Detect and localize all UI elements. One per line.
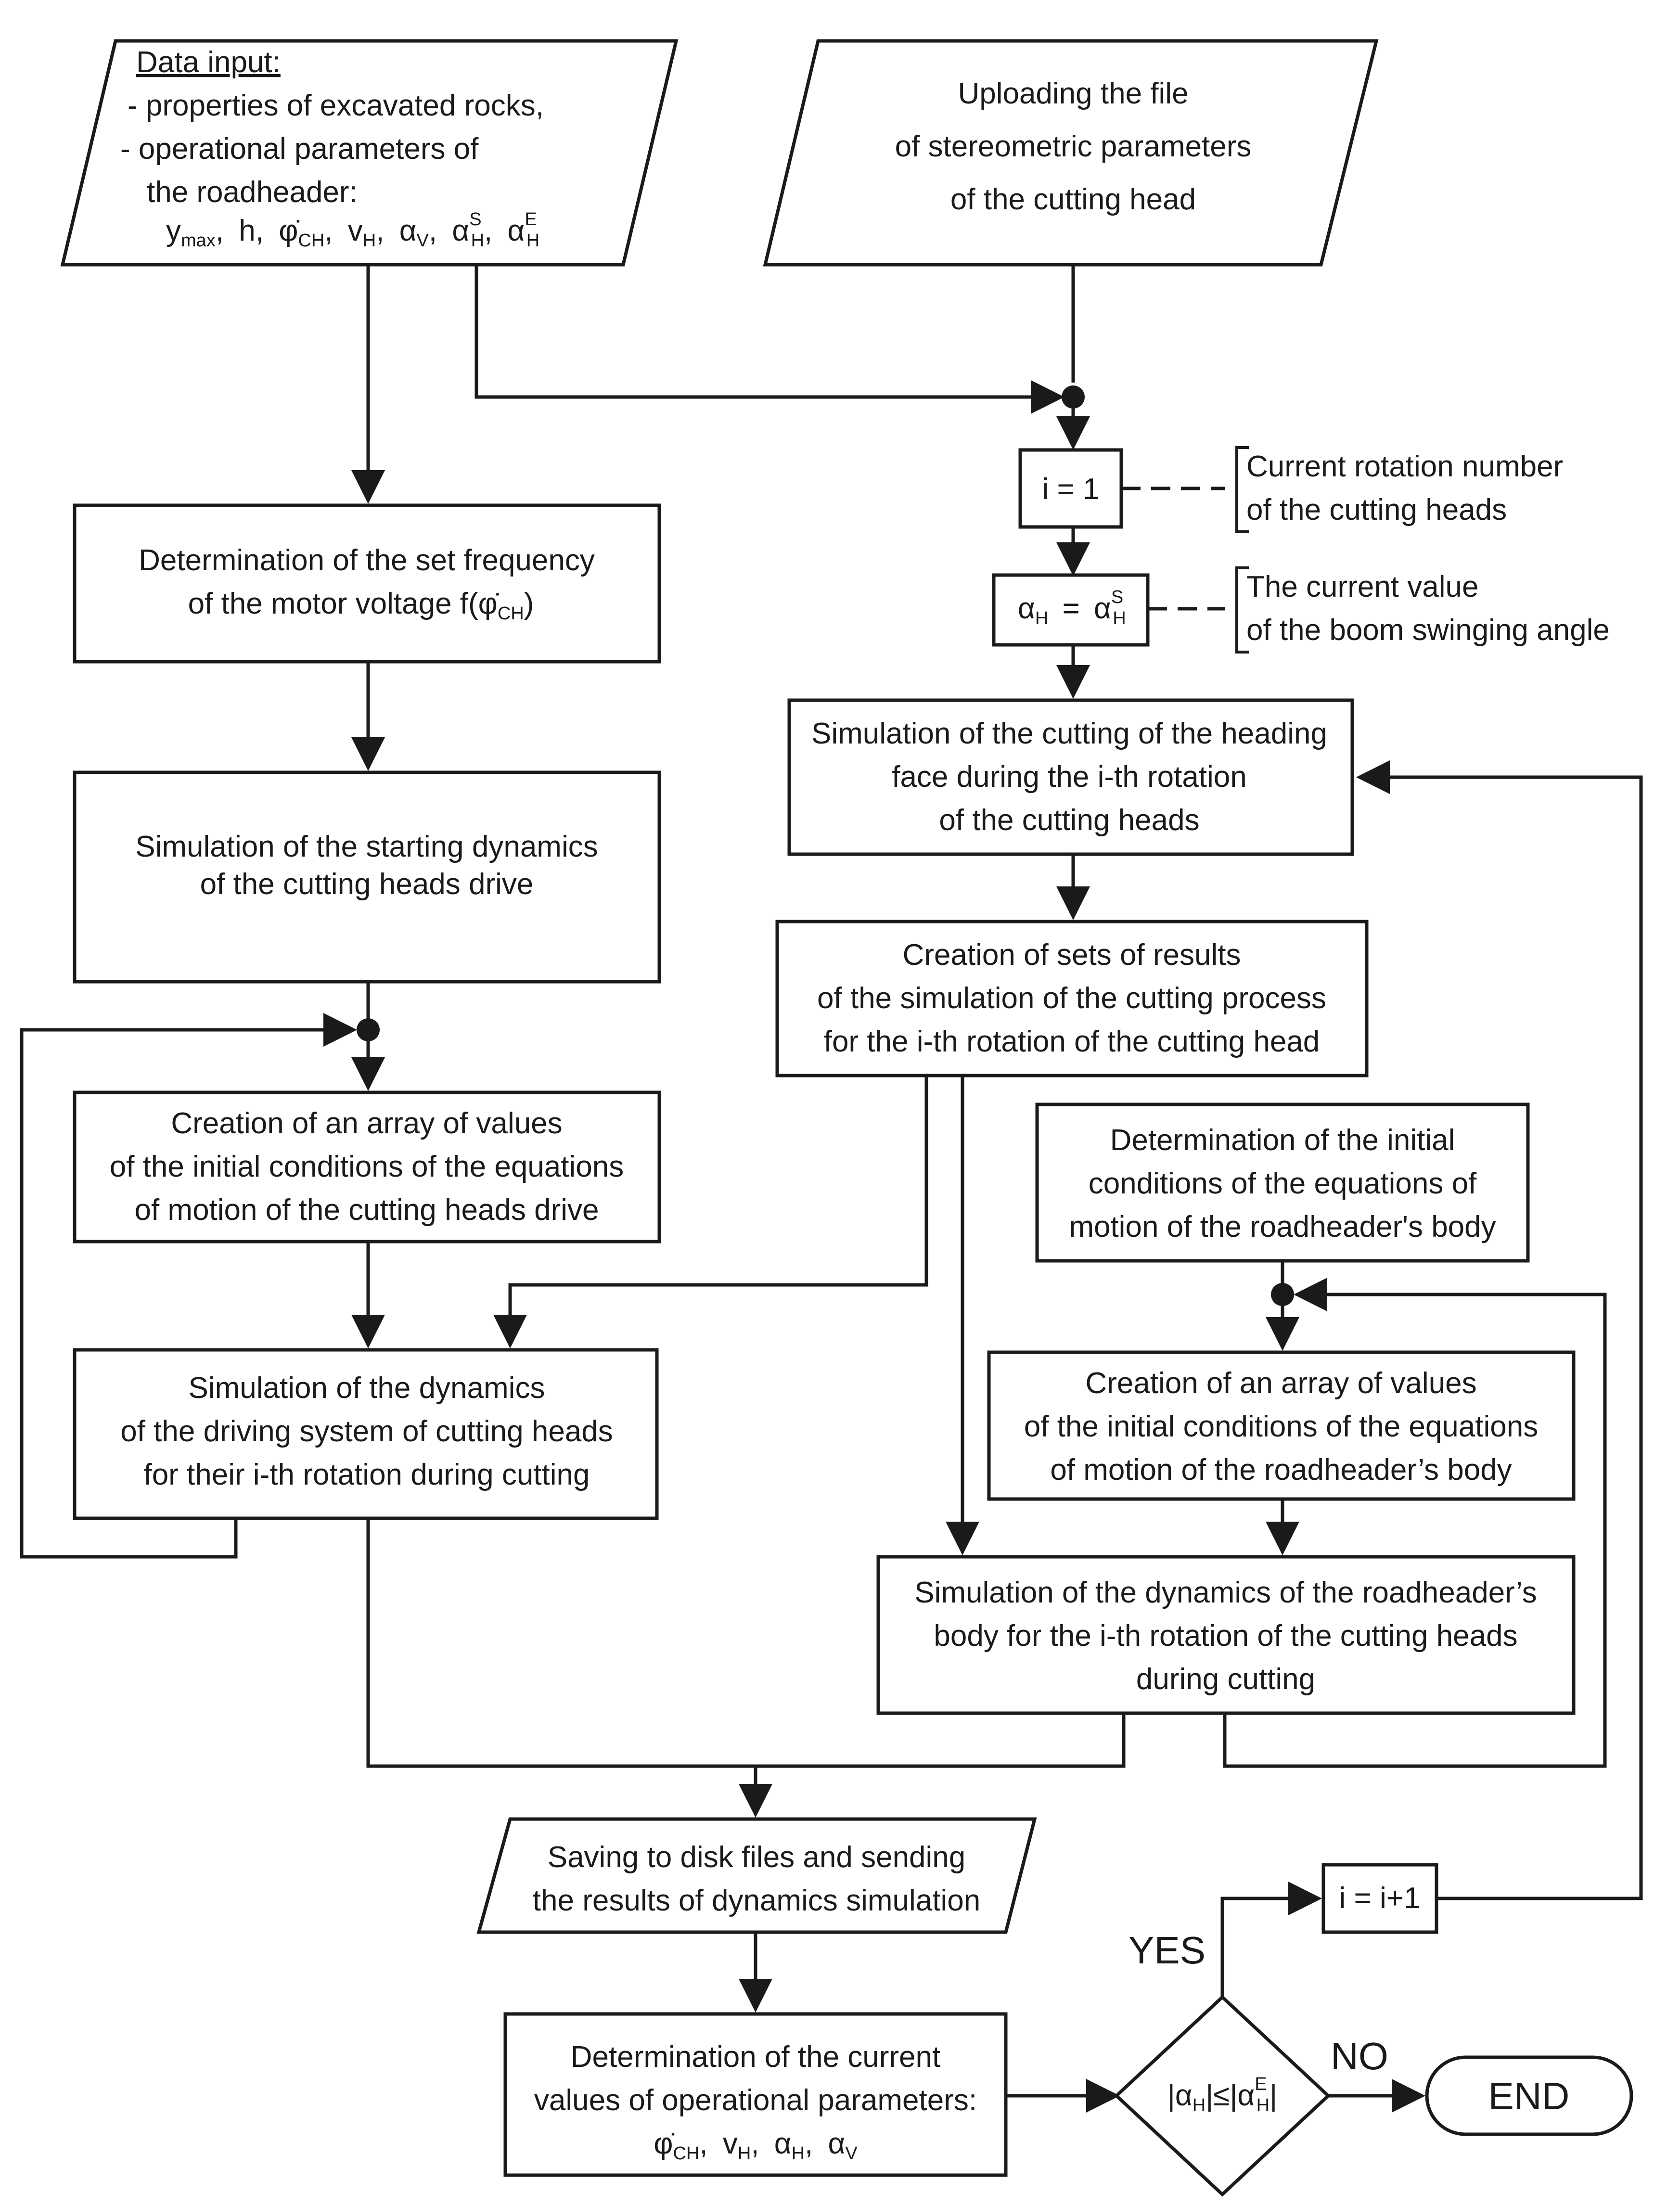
loop-drive-to-junction <box>20 1013 357 1559</box>
i-init-note: Current rotation number of the cutting h… <box>1235 446 1563 533</box>
sim-cutting-line2: face during the i-th rotation <box>892 760 1247 794</box>
loop-body-to-junction <box>1223 1278 1607 1768</box>
saving-line1: Saving to disk files and sending <box>548 1841 966 1874</box>
results-line3: for the i-th rotation of the cutting hea… <box>824 1025 1320 1058</box>
yes-label: YES <box>1129 1929 1205 1972</box>
sim-drive-line2: of the driving system of cutting heads <box>120 1415 613 1448</box>
i-init-label: i = 1 <box>1042 473 1100 506</box>
data-input-line3: the roadheader: <box>147 176 358 209</box>
arrow-input-to-junction <box>475 265 1064 414</box>
current-params-line2: values of operational parameters: <box>534 2084 977 2117</box>
sim-cutting-line1: Simulation of the cutting of the heading <box>811 717 1327 750</box>
sim-drive-line1: Simulation of the dynamics <box>189 1372 545 1405</box>
sim-cutting-line3: of the cutting heads <box>939 804 1199 837</box>
current-params-line1: Determination of the current <box>571 2040 941 2074</box>
results-line1: Creation of sets of results <box>903 938 1241 972</box>
sim-body-node: Simulation of the dynamics of the roadhe… <box>876 1555 1576 1715</box>
end-label: END <box>1488 2075 1570 2117</box>
i-init-note-line1: Current rotation number <box>1246 450 1563 483</box>
results-sets-node: Creation of sets of results of the simul… <box>775 920 1369 1077</box>
starting-line1: Simulation of the starting dynamics <box>135 830 598 863</box>
arrow-decision-yes <box>1220 1882 1322 1997</box>
sim-body-line3: during cutting <box>1136 1663 1315 1696</box>
data-input-line1: - properties of excavated rocks, <box>128 89 544 122</box>
connector-merge-drive-body <box>366 1518 1126 1768</box>
starting-line2: of the cutting heads drive <box>200 868 534 901</box>
junction-drive <box>357 1018 380 1041</box>
body-init-node: Determination of the initial conditions … <box>1035 1102 1530 1263</box>
upload-line1: Uploading the file <box>958 77 1188 110</box>
frequency-node: Determination of the set frequency of th… <box>73 503 661 664</box>
body-init-line2: conditions of the equations of <box>1089 1167 1477 1200</box>
no-label: NO <box>1331 2035 1388 2077</box>
data-input-heading: Data input: <box>136 46 281 79</box>
array-body-node: Creation of an array of values of the in… <box>987 1350 1576 1501</box>
saving-node: Saving to disk files and sending the res… <box>476 1817 1037 1934</box>
frequency-line2: of the motor voltage f(φ̇CH) <box>188 587 534 624</box>
loop-increment-to-cutting <box>1356 760 1643 1900</box>
junction-upload <box>1062 385 1085 409</box>
array-body-line3: of motion of the roadheader’s body <box>1050 1453 1512 1487</box>
saving-line2: the results of dynamics simulation <box>533 1884 980 1917</box>
frequency-line1: Determination of the set frequency <box>139 544 595 577</box>
starting-dynamics-node: Simulation of the starting dynamics of t… <box>73 770 661 984</box>
array-drive-node: Creation of an array of values of the in… <box>73 1090 661 1244</box>
alpha-init-note: The current value of the boom swinging a… <box>1235 566 1610 654</box>
sim-drive-node: Simulation of the dynamics of the drivin… <box>73 1348 659 1520</box>
upload-line3: of the cutting head <box>950 183 1196 216</box>
i-init-node: i = 1 <box>1018 448 1123 529</box>
current-params-values: φ̇CH, vH, αH, αV <box>654 2127 858 2164</box>
sim-body-line2: body for the i-th rotation of the cuttin… <box>934 1619 1517 1653</box>
body-init-line3: motion of the roadheader's body <box>1069 1210 1496 1244</box>
array-body-line2: of the initial conditions of the equatio… <box>1024 1410 1539 1443</box>
array-drive-line2: of the initial conditions of the equatio… <box>110 1150 624 1183</box>
end-node: END <box>1425 2055 1633 2136</box>
array-body-line1: Creation of an array of values <box>1085 1367 1476 1400</box>
i-init-note-line2: of the cutting heads <box>1246 493 1507 526</box>
data-input-node: Data input: - properties of excavated ro… <box>60 39 679 267</box>
sim-drive-line3: for their i-th rotation during cutting <box>143 1458 590 1491</box>
junction-body <box>1271 1283 1294 1306</box>
array-drive-line3: of motion of the cutting heads drive <box>134 1193 599 1227</box>
sim-body-line1: Simulation of the dynamics of the roadhe… <box>914 1576 1537 1609</box>
arrow-results-to-sim-drive <box>493 1076 928 1348</box>
alpha-init-note-line1: The current value <box>1246 570 1478 603</box>
upload-line2: of stereometric parameters <box>895 130 1252 163</box>
sim-cutting-node: Simulation of the cutting of the heading… <box>787 698 1354 856</box>
body-init-line1: Determination of the initial <box>1110 1124 1455 1157</box>
alpha-init-note-line2: of the boom swinging angle <box>1246 614 1610 647</box>
data-input-line2: - operational parameters of <box>120 132 479 166</box>
array-drive-line1: Creation of an array of values <box>171 1107 562 1140</box>
connectors <box>20 265 1643 2113</box>
increment-label: i = i+1 <box>1339 1882 1421 1915</box>
results-line2: of the simulation of the cutting process <box>817 982 1326 1015</box>
increment-node: i = i+1 <box>1321 1863 1438 1934</box>
upload-node: Uploading the file of stereometric param… <box>763 39 1379 267</box>
current-params-node: Determination of the current values of o… <box>503 2012 1008 2177</box>
